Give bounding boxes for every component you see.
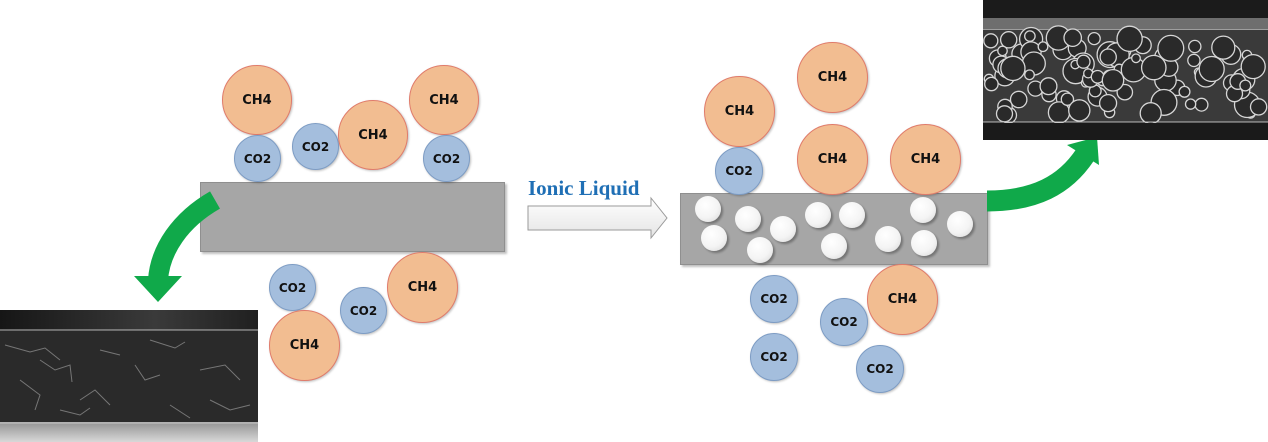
pore	[875, 226, 901, 252]
micrograph-pore	[1068, 99, 1091, 122]
process-arrow-icon	[527, 196, 668, 240]
ch4-molecule: CH4	[797, 42, 868, 113]
micrograph-pore	[1187, 53, 1201, 68]
pore	[947, 211, 973, 237]
dense-membrane	[200, 182, 505, 252]
micrograph-pore	[1024, 69, 1035, 81]
ch4-molecule: CH4	[338, 100, 408, 170]
co2-molecule: CO2	[340, 287, 387, 334]
ch4-molecule: CH4	[890, 124, 961, 195]
micrograph-pore	[1098, 93, 1118, 113]
micrograph-pore	[1184, 98, 1197, 110]
micrograph-pore	[1039, 77, 1058, 96]
pore	[910, 197, 936, 223]
micrograph-pore	[997, 45, 1008, 57]
co2-molecule: CO2	[292, 123, 339, 170]
sem-image-porous	[983, 0, 1268, 140]
micrograph-pore	[983, 33, 999, 49]
micrograph-pore	[1249, 98, 1268, 116]
co2-molecule: CO2	[750, 333, 798, 381]
micrograph-pore	[1194, 97, 1209, 112]
micrograph-pore	[1087, 31, 1101, 46]
co2-molecule: CO2	[856, 345, 904, 393]
micrograph-pore	[1157, 34, 1185, 62]
pore	[695, 196, 721, 222]
co2-molecule: CO2	[750, 275, 798, 323]
micrograph-pore	[1198, 55, 1225, 83]
pore	[839, 202, 865, 228]
ch4-molecule: CH4	[409, 65, 479, 135]
micrograph-pore	[1131, 53, 1141, 64]
micrograph-pore	[984, 76, 999, 92]
co2-molecule: CO2	[269, 264, 316, 311]
green-arrow-down-left	[134, 191, 221, 302]
micrograph-pore	[1239, 79, 1252, 92]
ch4-molecule: CH4	[797, 124, 868, 195]
co2-molecule: CO2	[423, 135, 470, 182]
micrograph-pore	[1101, 68, 1125, 92]
micrograph-pore	[1188, 39, 1202, 54]
micrograph-pore	[1037, 41, 1049, 53]
micrograph-pore	[1060, 92, 1075, 106]
pore	[735, 206, 761, 232]
pore	[805, 202, 831, 228]
porous-micrograph-texture	[983, 0, 1268, 140]
pore	[770, 216, 796, 242]
micrograph-pore	[995, 105, 1014, 123]
micrograph-pore	[1063, 28, 1083, 48]
micrograph-pore	[1099, 48, 1117, 66]
micrograph-pore	[1009, 90, 1028, 109]
pore	[701, 225, 727, 251]
micrograph-pore	[1024, 30, 1036, 42]
pore	[821, 233, 847, 259]
ch4-molecule: CH4	[387, 252, 458, 323]
ch4-molecule: CH4	[222, 65, 292, 135]
co2-molecule: CO2	[715, 147, 763, 195]
pore	[747, 237, 773, 263]
micrograph-pore	[999, 31, 1018, 49]
micrograph-pore	[1116, 25, 1143, 53]
micrograph-pore	[1076, 54, 1091, 69]
sem-image-dense	[0, 310, 258, 442]
ionic-liquid-label: Ionic Liquid	[528, 176, 640, 200]
co2-molecule: CO2	[820, 298, 868, 346]
green-arrow-up-right	[986, 137, 1099, 212]
micrograph-pore	[1000, 55, 1026, 82]
pore	[911, 230, 937, 256]
micrograph-pore	[1140, 54, 1167, 81]
micrograph-pore	[1178, 85, 1191, 98]
porous-membrane	[680, 193, 988, 265]
ch4-molecule: CH4	[867, 264, 938, 335]
ch4-molecule: CH4	[269, 310, 340, 381]
micrograph-pore	[1240, 53, 1266, 80]
dense-micrograph-texture	[0, 310, 258, 442]
micrograph-pore	[1211, 35, 1236, 60]
ch4-molecule: CH4	[704, 76, 775, 147]
co2-molecule: CO2	[234, 135, 281, 182]
micrograph-pore	[1139, 102, 1162, 125]
